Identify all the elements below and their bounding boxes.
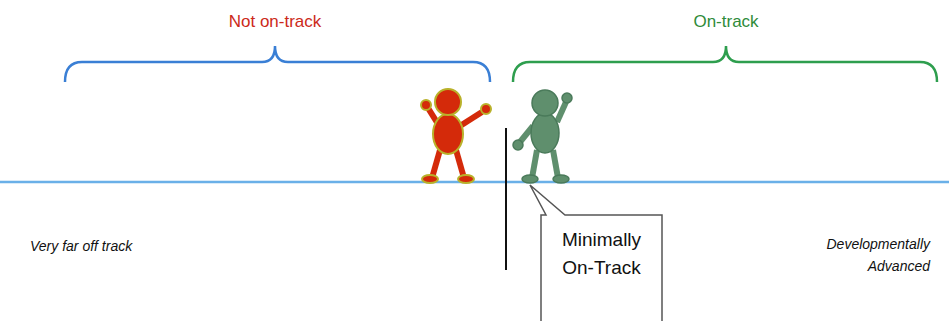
cut-line <box>505 128 507 270</box>
callout-text: Minimally On-Track <box>545 226 658 282</box>
track-line <box>0 181 949 184</box>
callout-outline <box>528 184 664 321</box>
scale-end-label: Very far off track <box>30 235 230 257</box>
section-heading: Not on-track <box>175 8 375 35</box>
red-figure <box>421 89 491 183</box>
scale-end-label: Developmentally Advanced <box>808 233 930 277</box>
green-figure <box>513 90 572 183</box>
section-heading: On-track <box>626 8 826 35</box>
callout-box: Minimally On-Track <box>528 184 664 321</box>
not-on-track-brace <box>65 46 490 82</box>
on-track-brace <box>513 46 937 82</box>
